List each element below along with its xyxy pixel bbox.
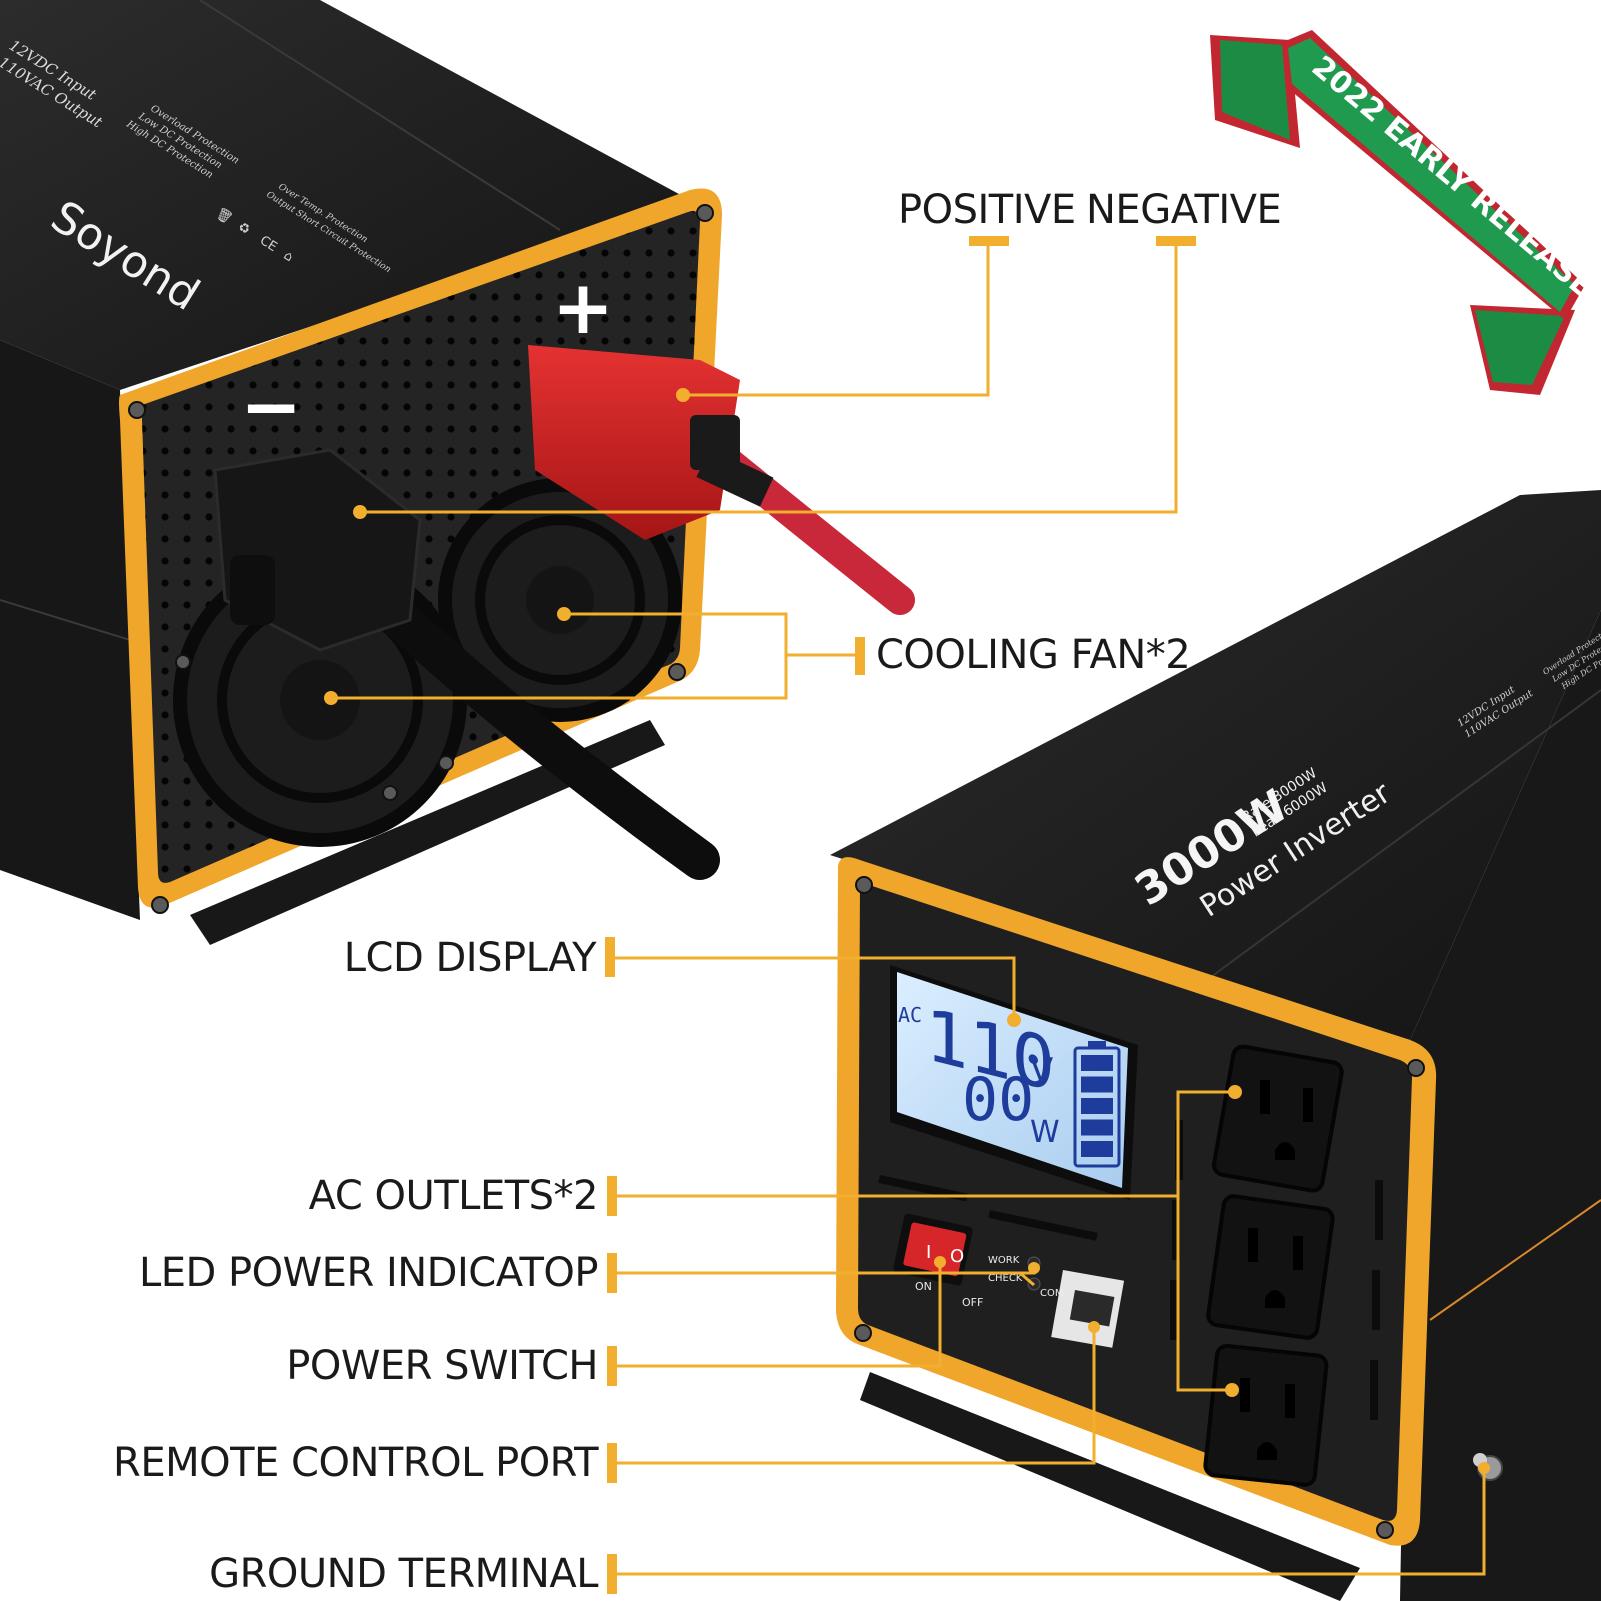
- lcd-watt-unit: W: [1030, 1115, 1060, 1150]
- front-unit-top: [830, 490, 1601, 1040]
- lcd-ac-label: AC: [898, 1003, 922, 1027]
- ac-outlet-3[interactable]: [1203, 1343, 1329, 1487]
- lcd-battery-icon: [1073, 1041, 1121, 1168]
- front-unit-side: [1400, 610, 1601, 1601]
- rear-unit-top: [0, 0, 690, 390]
- rear-unit-side: [0, 340, 140, 920]
- callout-power-switch: POWER SWITCH: [286, 1343, 598, 1389]
- rear-screws: [128, 204, 714, 914]
- rear-unit: 12VDC Input 110VAC Output Overload Prote…: [0, 0, 915, 945]
- leader-switch: [617, 1262, 942, 1368]
- front-unit: 3000W Rate 3000W Peak 6000W Power Invert…: [830, 490, 1601, 1601]
- callout-lcd-display: LCD DISPLAY: [343, 935, 597, 981]
- battery-bar: [1081, 1141, 1113, 1157]
- front-screws: [854, 876, 1425, 1539]
- lcd-watt: 00: [962, 1065, 1034, 1135]
- remote-control-port[interactable]: COM: [1040, 1270, 1125, 1348]
- led-check-label: CHECK: [988, 1273, 1023, 1284]
- led-work-label: WORK: [988, 1255, 1020, 1266]
- leader-positive: [683, 245, 990, 397]
- rear-mount-bracket: [190, 720, 665, 945]
- badge-text: 2022 EARLY RELEASE: [1305, 49, 1600, 305]
- switch-off-label: OFF: [962, 1296, 983, 1309]
- leader-lcd: [613, 956, 1016, 1020]
- callout-cooling-fan: COOLING FAN*2: [876, 632, 1191, 678]
- battery-bar: [1081, 1076, 1113, 1093]
- battery-bar: [1081, 1098, 1113, 1114]
- ac-outlet-1[interactable]: [1212, 1044, 1344, 1193]
- callout-led-power-indicator: LED POWER INDICATOP: [138, 1250, 599, 1296]
- leader-ac-outlets: [617, 1090, 1235, 1198]
- callout-ground-terminal: GROUND TERMINAL: [209, 1551, 598, 1597]
- negative-terminal: [213, 448, 422, 652]
- ac-outlet-2[interactable]: [1206, 1194, 1335, 1340]
- battery-bar: [1081, 1055, 1113, 1071]
- leader-fan-right: [564, 612, 788, 655]
- leader-ac-outlets-lower: [1176, 1196, 1232, 1392]
- leader-negative: [360, 245, 1178, 514]
- battery-level-bars: [1081, 1055, 1113, 1157]
- leader-led-2: [1019, 1271, 1035, 1287]
- switch-on-label: ON: [915, 1280, 932, 1293]
- lcd-screen: [897, 972, 1128, 1188]
- svg-text:I: I: [926, 1242, 931, 1263]
- weee-bin-icon: 🗑: [213, 205, 235, 227]
- leader-remote: [617, 1327, 1096, 1465]
- callout-negative: NEGATIVE: [1086, 187, 1282, 233]
- leader-fan-left: [331, 653, 860, 700]
- terminal-plus-label: +: [552, 265, 614, 351]
- leader-ground: [617, 1468, 1486, 1576]
- lcd-voltage-unit: V: [1030, 1051, 1053, 1091]
- com-port-label: COM: [1040, 1288, 1063, 1299]
- callout-ac-outlets: AC OUTLETS*2: [308, 1173, 599, 1219]
- battery-bar: [1081, 1119, 1113, 1136]
- svg-text:O: O: [950, 1246, 964, 1267]
- lcd-display: AC 110 V 00 W: [890, 965, 1138, 1200]
- callout-remote-control-port: REMOTE CONTROL PORT: [113, 1440, 598, 1486]
- callout-dots: [324, 388, 1490, 1474]
- terminal-minus-label: −: [240, 364, 302, 450]
- callout-positive: POSITIVE: [898, 187, 1076, 233]
- front-mount-bracket: [860, 1372, 1360, 1601]
- power-switch[interactable]: I O ON OFF: [893, 1213, 984, 1309]
